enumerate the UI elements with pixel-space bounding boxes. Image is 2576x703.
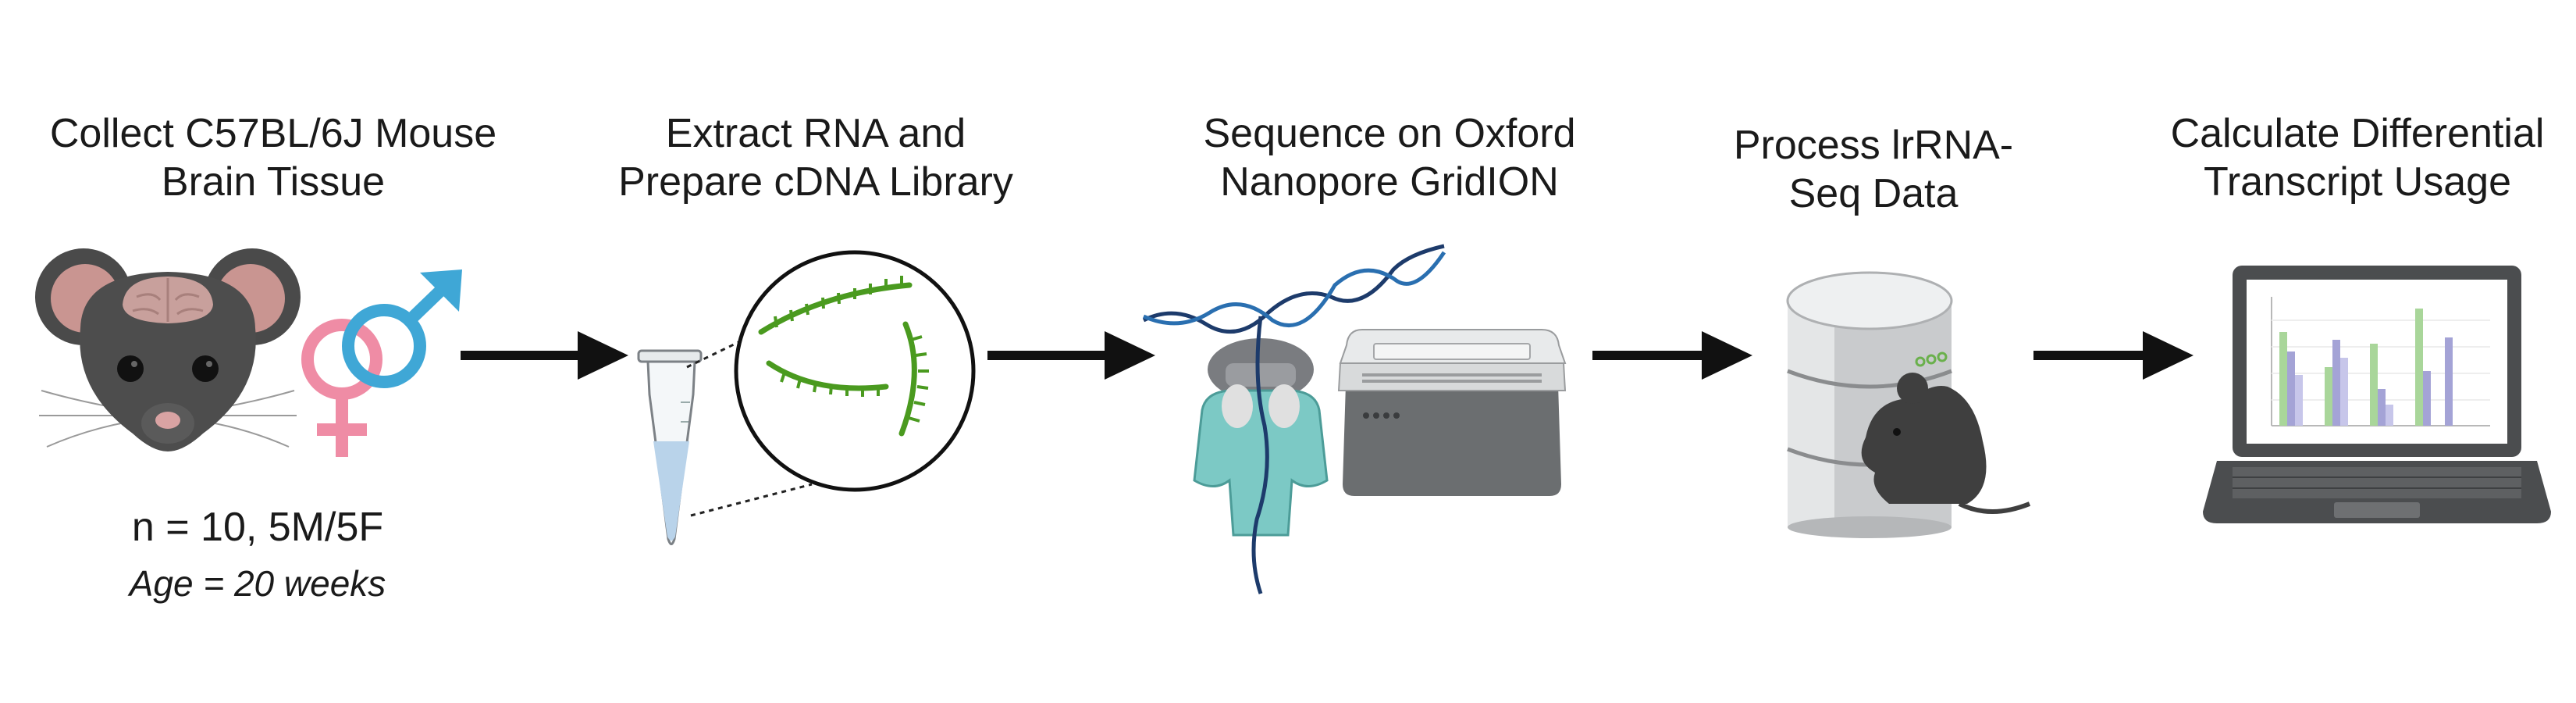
nanopore-pore-icon (1142, 244, 1446, 594)
cdna-magnifier-icon (734, 250, 976, 492)
title-line: Collect C57BL/6J Mouse (49, 111, 497, 156)
database-mouse-icon (1786, 271, 2031, 538)
title-line: Process lrRNA- (1733, 123, 2014, 168)
arrow-right-icon (2033, 331, 2194, 380)
step-title-process: Process lrRNA- Seq Data (1678, 121, 2069, 218)
title-line: Seq Data (1788, 171, 1959, 216)
step-title-calculate: Calculate Differential Transcript Usage (2100, 109, 2576, 206)
age-label: Age = 20 weeks (129, 563, 386, 604)
title-line: Sequence on Oxford (1203, 111, 1576, 156)
title-line: Extract RNA and (665, 111, 966, 156)
step-title-collect: Collect C57BL/6J Mouse Brain Tissue (16, 109, 531, 206)
title-line: Brain Tissue (161, 159, 386, 205)
step-title-sequence: Sequence on Oxford Nanopore GridION (1147, 109, 1631, 206)
laptop-chart-icon (2203, 266, 2551, 523)
female-symbol-icon (301, 319, 382, 457)
title-line: Prepare cDNA Library (618, 159, 1013, 205)
arrow-right-icon (987, 331, 1155, 380)
step-title-extract: Extract RNA and Prepare cDNA Library (574, 109, 1058, 206)
title-line: Nanopore GridION (1220, 159, 1559, 205)
title-line: Transcript Usage (2204, 159, 2511, 205)
sample-size-label: n = 10, 5M/5F (131, 505, 384, 550)
arrow-right-icon (1592, 331, 1752, 380)
microtube-icon (637, 349, 703, 545)
title-line: Calculate Differential (2170, 111, 2545, 156)
mouse-head-icon (35, 248, 301, 451)
gridion-sequencer-icon (1337, 329, 1567, 496)
arrow-right-icon (461, 331, 628, 380)
male-symbol-icon (342, 269, 462, 388)
